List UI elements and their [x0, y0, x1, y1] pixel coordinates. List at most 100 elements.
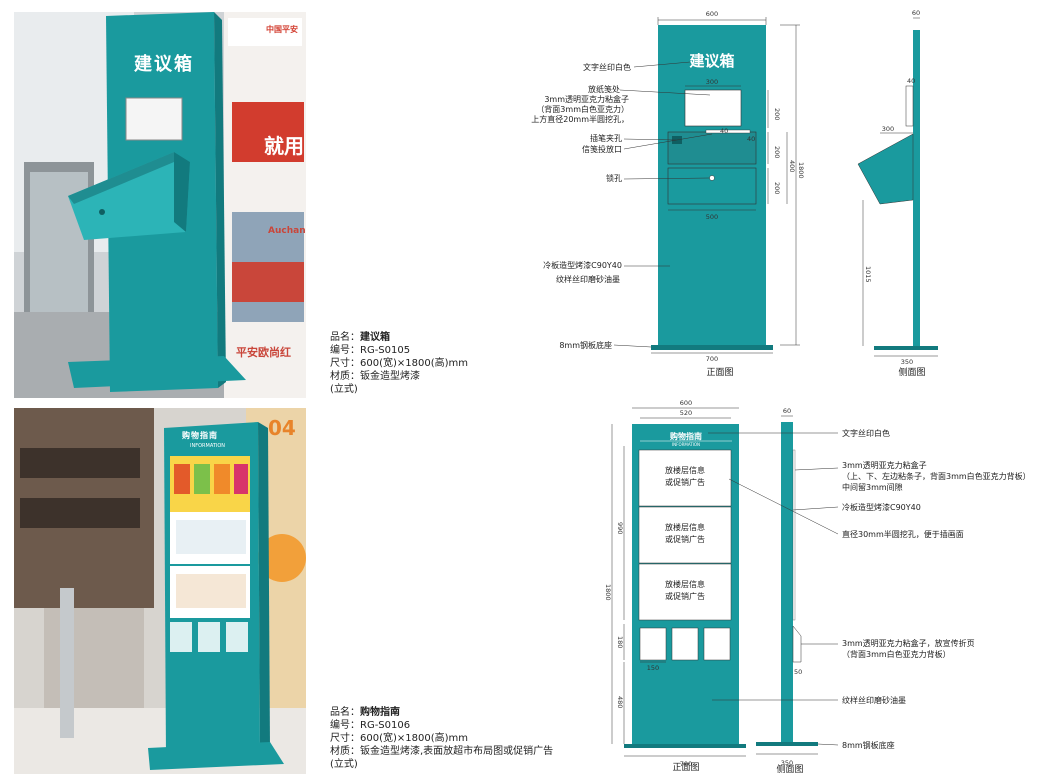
panel2-text1: 放楼层信息 — [665, 522, 705, 532]
label2-pocket2: （背面3mm白色亚克力背板） — [842, 649, 951, 659]
side-body — [913, 30, 920, 346]
lock-hole — [709, 175, 715, 181]
dim-h200b: 200 — [773, 146, 781, 158]
label-lock: 锁孔 — [606, 173, 622, 183]
label2-box1: 3mm透明亚克力粘盒子 — [842, 460, 927, 470]
product1-name: 建议箱 — [360, 332, 390, 343]
label2-box3: 中间留3mm间隙 — [842, 482, 903, 492]
dim-h1800: 1800 — [797, 162, 805, 179]
caption-front-1: 正面图 — [706, 367, 733, 378]
label2-ink: 纹样丝印磨砂油墨 — [842, 695, 906, 705]
front-leaders — [613, 61, 713, 348]
photo-shopping-guide: 购物指南 INFORMATION 04 — [14, 408, 306, 774]
panel-2 — [638, 506, 732, 564]
panel2-text2: 或促销广告 — [665, 534, 705, 544]
box-door — [667, 167, 757, 205]
product-info-2: 品名：购物指南 编号：RG-S0106 尺寸：600(宽)×1800(高)mm … — [330, 706, 553, 771]
caption-side-2: 侧面图 — [776, 763, 803, 775]
label-paint2: 纹样丝印磨砂油墨 — [556, 274, 620, 284]
photo1-banner-big: 就用 — [264, 134, 304, 158]
side-window-box — [905, 85, 914, 127]
label2-base: 8mm钢板底座 — [842, 740, 895, 750]
side2-base — [756, 742, 818, 746]
dim2-side60: 60 — [783, 407, 791, 415]
caption-front-2: 正面图 — [672, 762, 699, 773]
product1-name-line: 品名：建议箱 — [330, 331, 468, 344]
label-box1: 3mm透明亚克力粘盒子 — [544, 94, 629, 104]
label2-pocket1: 3mm透明亚克力粘盒子，放宣传折页 — [842, 638, 975, 648]
pocket-1 — [639, 627, 667, 661]
panel3-text1: 放楼层信息 — [665, 579, 705, 589]
side-box — [857, 133, 914, 205]
product-info-1: 品名：建议箱 编号：RG-S0105 尺寸：600(宽)×1800(高)mm 材… — [330, 331, 468, 396]
label2-paint: 冷板造型烤漆C90Y40 — [842, 502, 921, 512]
dim2-w150: 150 — [647, 664, 659, 672]
side2-leaders — [708, 432, 839, 746]
front2-dim-lines — [611, 407, 746, 757]
panel-1 — [638, 449, 732, 507]
dim-d40b: 40 — [747, 135, 755, 143]
dim2-h1800: 1800 — [604, 584, 612, 601]
product2-name-label: 品名： — [330, 707, 360, 718]
side2-body — [781, 422, 793, 742]
dim2-w700: 700 — [680, 760, 692, 768]
label-base: 8mm钢板底座 — [559, 340, 612, 350]
photo2-header: 购物指南 — [182, 431, 218, 440]
label-pen-hole: 插笔夹孔 — [590, 133, 622, 143]
dim2-h480: 480 — [616, 696, 624, 708]
photo1-banner-brand2: Auchan — [268, 226, 306, 236]
photo1-banner-bottom: 平安欧尚红 — [236, 346, 291, 359]
product2-note: (立式) — [330, 759, 358, 770]
panel1-text1: 放楼层信息 — [665, 465, 705, 475]
front-base — [651, 345, 773, 350]
side2-acrylic — [792, 449, 796, 621]
label-box2: （背面3mm白色亚克力） — [536, 104, 629, 114]
drawing2-header-sub: INFORMATION — [672, 442, 700, 447]
caption-side-1: 侧面图 — [898, 366, 925, 378]
dim-side350: 350 — [901, 358, 913, 366]
panel3-text2: 或促销广告 — [665, 591, 705, 601]
dim-w300: 300 — [706, 78, 718, 86]
photo2-header-sub: INFORMATION — [190, 443, 226, 449]
drawing1-title: 建议箱 — [689, 52, 734, 70]
dim-side40: 40 — [907, 77, 915, 85]
product1-size: 尺寸：600(宽)×1800(高)mm — [330, 358, 469, 369]
label2-box2: （上、下、左边粘条子，背面3mm白色亚克力背板） — [842, 471, 1031, 481]
dim2-w600: 600 — [680, 400, 692, 407]
dim-side300: 300 — [882, 125, 894, 133]
drawing2-header: 购物指南 — [670, 431, 702, 441]
label-text-print: 文字丝印白色 — [583, 62, 631, 72]
dim2-w520: 520 — [680, 409, 692, 417]
panel-3 — [638, 563, 732, 621]
dim-h200c: 200 — [773, 182, 781, 194]
label-letter-slot: 信笺投放口 — [582, 144, 622, 154]
drawing2-panels — [638, 449, 732, 621]
label-paper-slot: 放纸笺处 — [588, 84, 620, 94]
photo1-banner-brand: 中国平安 — [266, 25, 298, 34]
product2-name: 购物指南 — [360, 707, 400, 718]
side2-pocket — [792, 625, 802, 663]
drawing-shopping-guide: 购物指南 INFORMATION 放楼层信息 或促销广告 放楼层信息 或促销广告… — [604, 400, 1031, 775]
product1-name-label: 品名： — [330, 332, 360, 343]
product2-code: 编号：RG-S0106 — [330, 720, 411, 731]
paper-window — [684, 89, 742, 127]
dim2-h180: 180 — [616, 636, 624, 648]
product1-material: 材质：钣金造型烤漆 — [330, 371, 420, 382]
label-box3: 上方直径20mm半圆挖孔， — [531, 114, 629, 124]
dim2-side350: 350 — [781, 759, 793, 767]
dim2-side50: 50 — [794, 668, 802, 676]
drawing2-pockets — [639, 627, 731, 661]
panel1-text2: 或促销广告 — [665, 477, 705, 487]
pocket-3 — [703, 627, 731, 661]
drawing-suggestion-box: 建议箱 600 300 500 700 40 40 200 200 200 40… — [531, 9, 938, 378]
photo2-side-number: 04 — [268, 416, 296, 440]
label-paint1: 冷板造型烤漆C90Y40 — [543, 260, 622, 270]
label2-hole: 直径30mm半圆挖孔，便于插画面 — [842, 529, 964, 539]
dim2-h990: 990 — [616, 522, 624, 534]
pocket-2 — [671, 627, 699, 661]
label2-text-print: 文字丝印白色 — [842, 428, 890, 438]
side2-dim-lines — [756, 415, 818, 755]
photo-suggestion-box: 建议箱 中国平安 就用 Auchan 平安欧尚红 — [14, 12, 306, 398]
photo-shopping-guide-art — [14, 408, 306, 774]
front2-base — [624, 744, 746, 748]
